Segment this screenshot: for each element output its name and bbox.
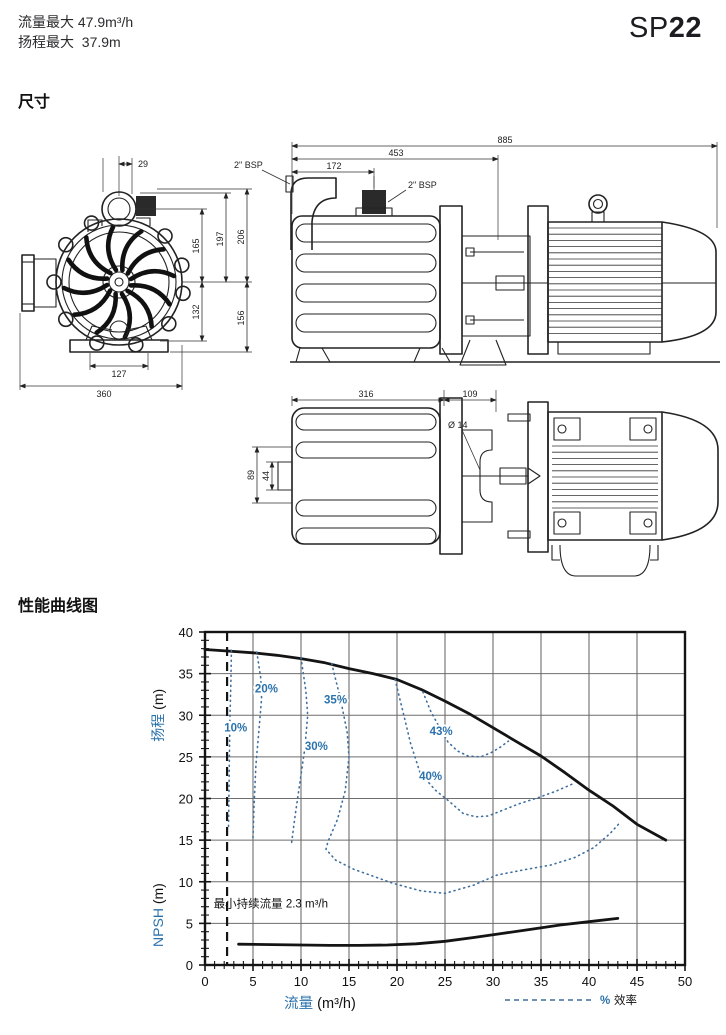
max-flow-value: 47.9m³/h bbox=[77, 14, 134, 30]
side-dim-453: 453 bbox=[388, 148, 403, 158]
front-dim-29: 29 bbox=[138, 159, 148, 169]
efficiency-label: 40% bbox=[419, 771, 442, 783]
efficiency-label: 35% bbox=[324, 694, 347, 706]
side-dim-172: 172 bbox=[326, 161, 341, 171]
legend-percent: % bbox=[600, 995, 610, 1007]
performance-chart: 0 5 10 15 20 25 30 35 40 45 50 0 5 10 15 20 25 30 35 40 10% 2… bbox=[150, 625, 692, 1012]
max-flow-label: 流量最大 bbox=[18, 14, 74, 30]
x-tick-label: 15 bbox=[342, 974, 356, 989]
rim-bolts bbox=[46, 215, 191, 353]
x-tick-label: 5 bbox=[249, 974, 256, 989]
y-tick-label: 25 bbox=[179, 750, 193, 765]
efficiency-label: 30% bbox=[305, 741, 328, 753]
max-head-value: 37.9m bbox=[81, 34, 121, 50]
front-dim-197: 197 bbox=[215, 231, 225, 246]
front-dim-156: 156 bbox=[236, 310, 246, 325]
eff-10 bbox=[227, 649, 233, 829]
y-axis-title-npsh: NPSH (m) bbox=[150, 883, 166, 947]
max-specs: 流量最大 47.9m³/h 扬程最大 37.9m bbox=[18, 12, 133, 52]
front-dim-127: 127 bbox=[111, 369, 126, 379]
x-tick-label: 40 bbox=[582, 974, 596, 989]
motor-fins bbox=[548, 227, 662, 334]
x-tick-label: 35 bbox=[534, 974, 548, 989]
pump-ribs bbox=[295, 223, 437, 333]
x-tick-label: 0 bbox=[201, 974, 208, 989]
max-head-line: 扬程最大 37.9m bbox=[18, 32, 133, 52]
side-view-drawing: 885 453 172 2" BSP 2" BSP bbox=[234, 135, 720, 366]
top-dim-109: 109 bbox=[462, 389, 477, 399]
eff-35 bbox=[325, 662, 622, 895]
y-tick-label: 20 bbox=[179, 792, 193, 807]
model-number: 22 bbox=[668, 12, 702, 44]
dimensions-section-title: 尺寸 bbox=[18, 94, 51, 111]
min-flow-annotation: 最小持续流量 2.3 m³/h bbox=[214, 897, 328, 911]
legend-efficiency-label: 效率 bbox=[614, 993, 637, 1007]
model-title: SP22 bbox=[629, 12, 702, 45]
y-tick-label: 10 bbox=[179, 875, 193, 890]
y-tick-label: 0 bbox=[186, 958, 193, 973]
x-tick-label: 20 bbox=[390, 974, 404, 989]
efficiency-label: 43% bbox=[430, 726, 453, 738]
impeller-blades bbox=[61, 224, 177, 340]
dimension-drawings: 29 165 197 206 132 156 127 360 bbox=[19, 135, 720, 577]
eff-20 bbox=[252, 651, 263, 839]
y-tick-label: 30 bbox=[179, 708, 193, 723]
top-dim-89: 89 bbox=[246, 470, 256, 480]
top-dim-dia14: Ø 14 bbox=[448, 420, 468, 430]
npsh-curve bbox=[237, 917, 620, 947]
side-dim-885: 885 bbox=[497, 135, 512, 145]
motor-fins-top bbox=[552, 445, 658, 509]
x-axis-title: 流量 (m³/h) bbox=[284, 995, 356, 1012]
front-view-drawing: 29 165 197 206 132 156 127 360 bbox=[19, 156, 252, 399]
x-tick-label: 30 bbox=[486, 974, 500, 989]
front-dim-132: 132 bbox=[191, 304, 201, 319]
front-dim-360: 360 bbox=[96, 389, 111, 399]
head-curve bbox=[203, 648, 668, 842]
performance-section-title: 性能曲线图 bbox=[18, 598, 99, 615]
y-tick-label: 35 bbox=[179, 667, 193, 682]
front-dim-206: 206 bbox=[236, 229, 246, 244]
bsp-label-port: 2" BSP bbox=[408, 180, 437, 190]
top-dim-44: 44 bbox=[261, 471, 271, 481]
efficiency-label: 10% bbox=[224, 723, 247, 735]
model-prefix: SP bbox=[629, 12, 669, 44]
eff-43 bbox=[422, 691, 510, 758]
efficiency-label: 20% bbox=[255, 684, 278, 696]
y-axis-title-head: 扬程 (m) bbox=[150, 689, 166, 742]
x-tick-label: 45 bbox=[630, 974, 644, 989]
max-head-label: 扬程最大 bbox=[18, 34, 74, 50]
y-tick-label: 15 bbox=[179, 833, 193, 848]
top-view-drawing: 316 109 Ø 14 89 44 bbox=[246, 389, 719, 577]
eff-30 bbox=[290, 657, 309, 846]
x-tick-label: 50 bbox=[678, 974, 692, 989]
y-tick-label: 5 bbox=[186, 916, 193, 931]
bsp-label-elbow: 2" BSP bbox=[234, 160, 263, 170]
eff-40 bbox=[394, 678, 575, 818]
x-tick-label: 25 bbox=[438, 974, 452, 989]
front-dim-165: 165 bbox=[191, 238, 201, 253]
y-tick-label: 40 bbox=[179, 625, 193, 640]
top-dim-316: 316 bbox=[358, 389, 373, 399]
x-tick-label: 10 bbox=[294, 974, 308, 989]
threaded-port-block bbox=[136, 196, 156, 216]
pump-ribs-top bbox=[295, 413, 437, 545]
max-flow-line: 流量最大 47.9m³/h bbox=[18, 12, 133, 32]
